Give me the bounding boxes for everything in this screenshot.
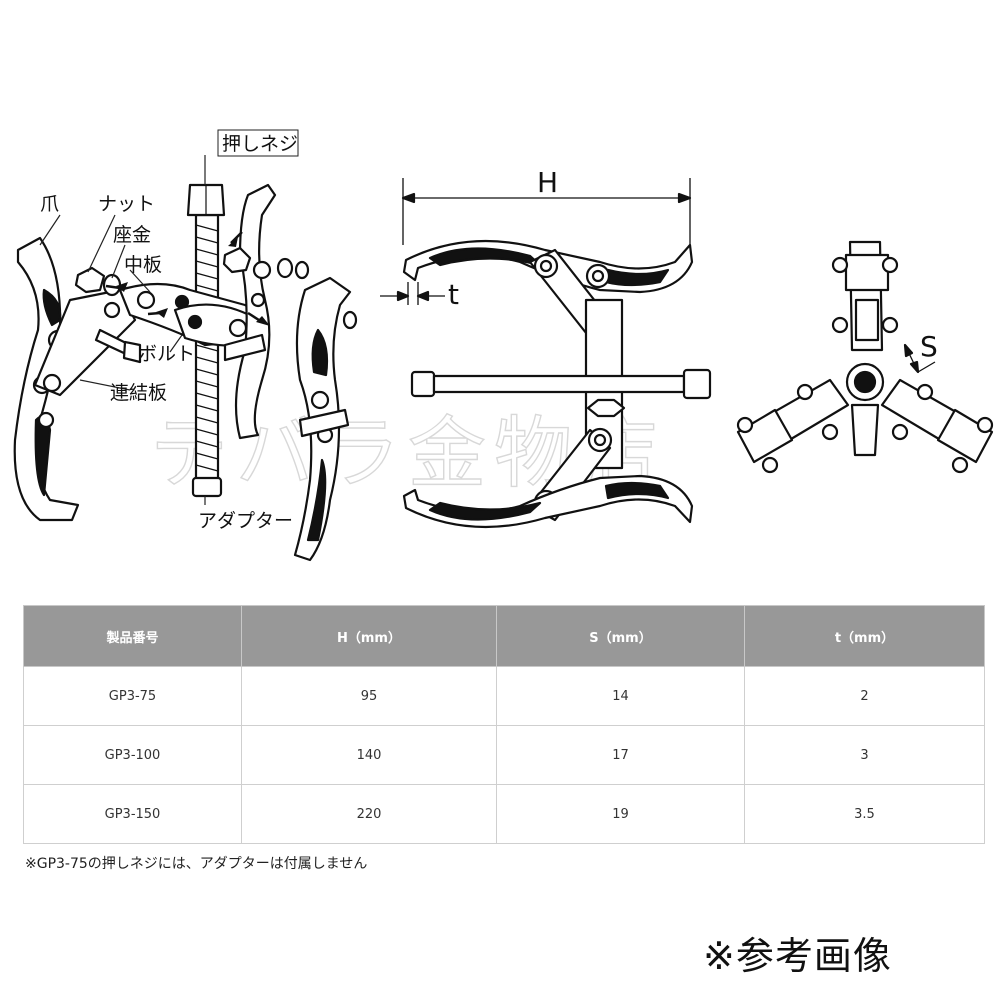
footnote: ※GP3-75の押しネジには、アダプターは付属しません xyxy=(25,856,368,872)
table-header-row: 製品番号 H（mm） S（mm） t（mm） xyxy=(23,605,985,667)
reference-image-label: ※参考画像 xyxy=(703,934,892,978)
cell-t: 3 xyxy=(744,725,985,785)
label-adapter: アダプター xyxy=(198,510,293,532)
table-row: GP3-75 95 14 2 xyxy=(23,666,985,726)
cell-s: 17 xyxy=(496,725,745,785)
cell-h: 220 xyxy=(241,784,497,844)
top-view: S xyxy=(736,240,994,474)
dim-t: t xyxy=(448,278,459,311)
product-diagram: テバラ金物店 xyxy=(13,129,994,562)
label-zagane: 座金 xyxy=(113,224,151,246)
cell-h: 95 xyxy=(241,666,497,726)
cell-h: 140 xyxy=(241,725,497,785)
table-row: GP3-100 140 17 3 xyxy=(23,725,985,785)
label-renketsu: 連結板 xyxy=(110,382,167,404)
leader-lines xyxy=(39,155,206,505)
label-tsume: 爪 xyxy=(40,193,59,215)
header-t: t（mm） xyxy=(744,605,985,667)
label-nakaita: 中板 xyxy=(124,254,162,276)
label-oshi-neji: 押しネジ xyxy=(222,133,298,155)
cell-s: 14 xyxy=(496,666,745,726)
cell-product: GP3-75 xyxy=(23,666,242,726)
header-product-number: 製品番号 xyxy=(23,605,242,667)
dim-s: S xyxy=(920,330,938,363)
cell-t: 3.5 xyxy=(744,784,985,844)
arrows xyxy=(105,231,270,326)
cell-s: 19 xyxy=(496,784,745,844)
cell-product: GP3-150 xyxy=(23,784,242,844)
labels: 爪 ナット 座金 中板 押しネジ ボルト 連結板 アダプター xyxy=(40,129,299,532)
cell-product: GP3-100 xyxy=(23,725,242,785)
spec-table: 製品番号 H（mm） S（mm） t（mm） GP3-75 95 14 2 GP… xyxy=(23,605,985,844)
table-row: GP3-150 220 19 3.5 xyxy=(23,784,985,844)
header-s: S（mm） xyxy=(496,605,745,667)
side-view: H t xyxy=(380,166,712,529)
exploded-view xyxy=(13,183,358,562)
label-nut: ナット xyxy=(98,193,155,215)
label-bolt: ボルト xyxy=(138,343,195,365)
dim-h: H xyxy=(537,166,558,199)
cell-t: 2 xyxy=(744,666,985,726)
header-h: H（mm） xyxy=(241,605,497,667)
